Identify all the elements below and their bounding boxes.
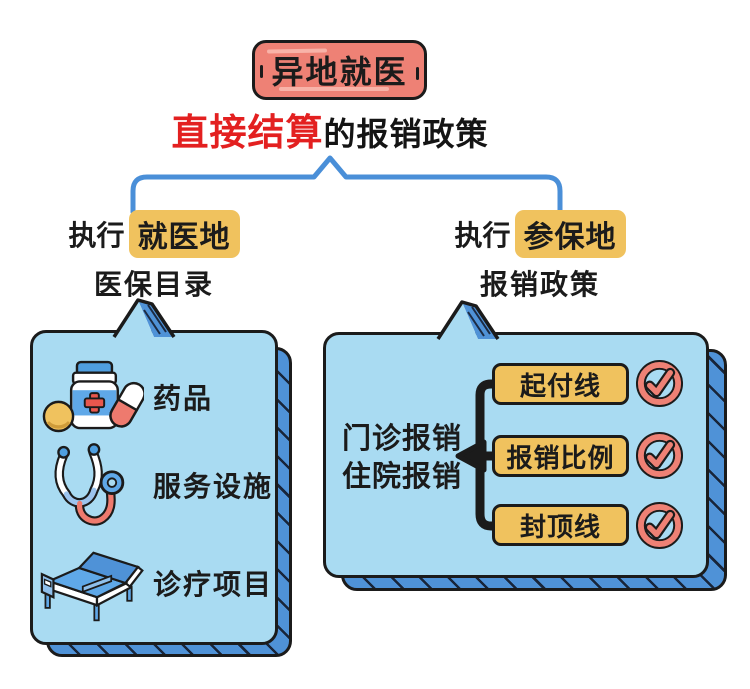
- hospital-bed-icon: [40, 551, 144, 622]
- left-item-label: 药品: [153, 382, 214, 415]
- title-badge-text: 异地就医: [271, 53, 408, 91]
- branch-right-highlight: 参保地: [514, 210, 626, 258]
- branch-left-highlight: 就医地: [128, 210, 240, 258]
- right-panel-tail: [436, 300, 500, 340]
- branch-right-prefix: 执行: [454, 219, 511, 252]
- branch-left-caption: 医保目录: [93, 268, 214, 301]
- left-panel-row-treatment: 诊疗项目: [33, 535, 275, 631]
- title-badge: 异地就医: [252, 40, 427, 100]
- left-panel-row-medicine: 药品: [33, 355, 275, 439]
- reimbursement-source-label: 门诊报销 住院报销: [342, 419, 462, 495]
- branch-right-line1: 执行 参保地: [425, 210, 655, 258]
- subtitle-highlight: 直接结算: [171, 111, 324, 154]
- cap-label: 封顶线: [519, 512, 601, 543]
- medicine-icon: [42, 360, 144, 433]
- badge-sketch-mark: [416, 67, 419, 80]
- left-item-label: 服务设施: [153, 470, 274, 503]
- threshold-label: 起付线: [519, 371, 601, 402]
- badge-sketch-mark: [260, 65, 263, 78]
- left-panel-row-facilities: 服务设施: [33, 437, 275, 533]
- ratio-box: 报销比例: [492, 435, 629, 477]
- branch-right-caption: 报销政策: [479, 268, 600, 301]
- branch-label-left: 执行 就医地 医保目录: [39, 210, 269, 303]
- branch-left-prefix: 执行: [68, 219, 125, 252]
- ratio-label: 报销比例: [506, 443, 615, 474]
- branch-left-line1: 执行 就医地: [39, 210, 269, 258]
- subtitle: 直接结算的报销政策: [0, 102, 660, 156]
- badge-sketch-mark: [279, 87, 389, 91]
- cap-box: 封顶线: [492, 504, 629, 546]
- left-panel: 药品: [30, 330, 278, 645]
- split-bracket: [130, 155, 563, 215]
- checkmark-icon: [635, 359, 684, 408]
- source-line-2: 住院报销: [342, 459, 463, 493]
- stethoscope-icon: [54, 443, 125, 526]
- threshold-box: 起付线: [492, 363, 629, 405]
- branch-label-right: 执行 参保地 报销政策: [425, 210, 655, 303]
- checkmark-icon: [635, 431, 684, 480]
- left-panel-tail: [112, 298, 176, 338]
- left-item-label: 诊疗项目: [153, 568, 274, 601]
- right-panel: 门诊报销 住院报销 起付线 报销比例 封顶线: [323, 332, 709, 578]
- source-line-1: 门诊报销: [342, 421, 463, 455]
- checkmark-icon: [635, 501, 684, 550]
- subtitle-rest: 的报销政策: [323, 115, 489, 153]
